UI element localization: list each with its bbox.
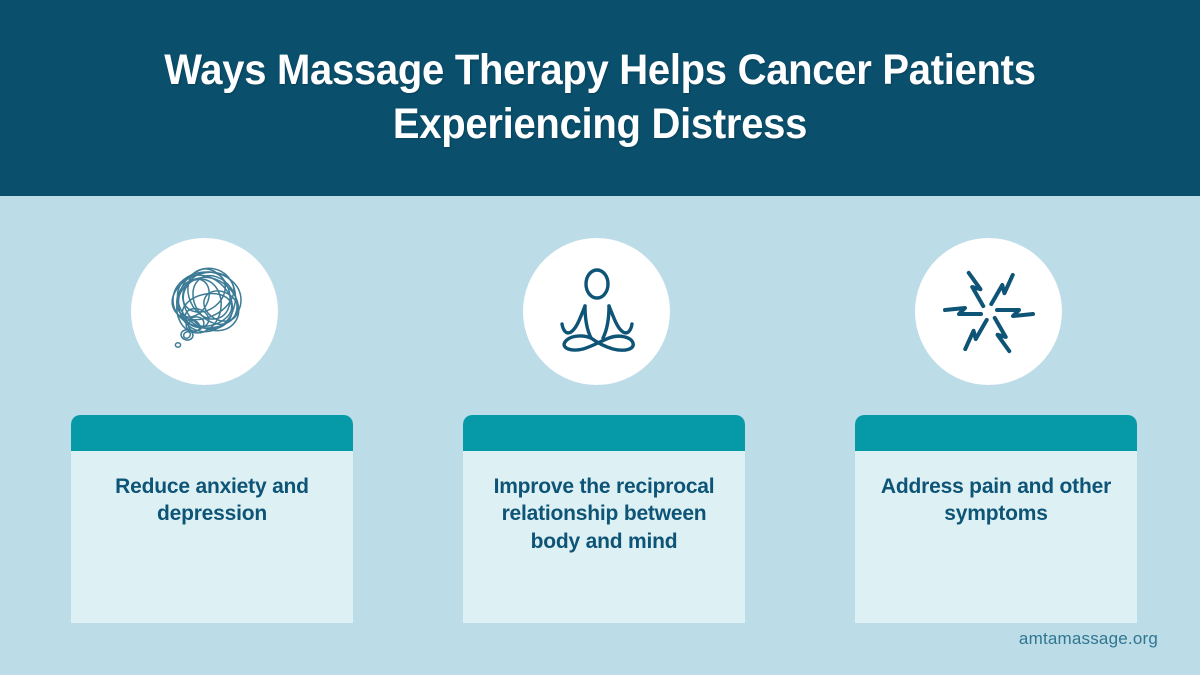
icon-circle-3 <box>915 238 1062 385</box>
card-accent-bar-2 <box>463 415 745 451</box>
column-body-mind: Improve the reciprocal relationship betw… <box>455 196 745 636</box>
column-reduce-anxiety: Reduce anxiety and depression <box>63 196 353 636</box>
meditation-lotus-pose-icon <box>545 260 649 364</box>
card-body-2: Improve the reciprocal relationship betw… <box>463 451 745 623</box>
columns-container: Reduce anxiety and depression <box>0 196 1200 675</box>
card-body-mind: Improve the reciprocal relationship betw… <box>463 415 745 623</box>
tangled-thought-bubble-icon <box>149 256 261 368</box>
site-attribution: amtamassage.org <box>1018 629 1158 648</box>
card-accent-bar-1 <box>71 415 353 451</box>
header-band: Ways Massage Therapy Helps Cancer Patien… <box>0 0 1200 196</box>
footer: amtamassage.org <box>1019 629 1158 649</box>
card-address-pain: Address pain and other symptoms <box>855 415 1137 623</box>
card-reduce-anxiety: Reduce anxiety and depression <box>71 415 353 623</box>
column-address-pain: Address pain and other symptoms <box>847 196 1137 636</box>
card-label-1: Reduce anxiety and depression <box>115 475 309 526</box>
card-label-2: Improve the reciprocal relationship betw… <box>493 475 715 553</box>
page-title: Ways Massage Therapy Helps Cancer Patien… <box>164 46 1036 148</box>
card-accent-bar-3 <box>855 415 1137 451</box>
pain-burst-icon <box>939 262 1039 362</box>
icon-circle-2 <box>523 238 670 385</box>
card-body-1: Reduce anxiety and depression <box>71 451 353 623</box>
card-body-3: Address pain and other symptoms <box>855 451 1137 623</box>
icon-circle-1 <box>131 238 278 385</box>
card-label-3: Address pain and other symptoms <box>880 475 1112 526</box>
